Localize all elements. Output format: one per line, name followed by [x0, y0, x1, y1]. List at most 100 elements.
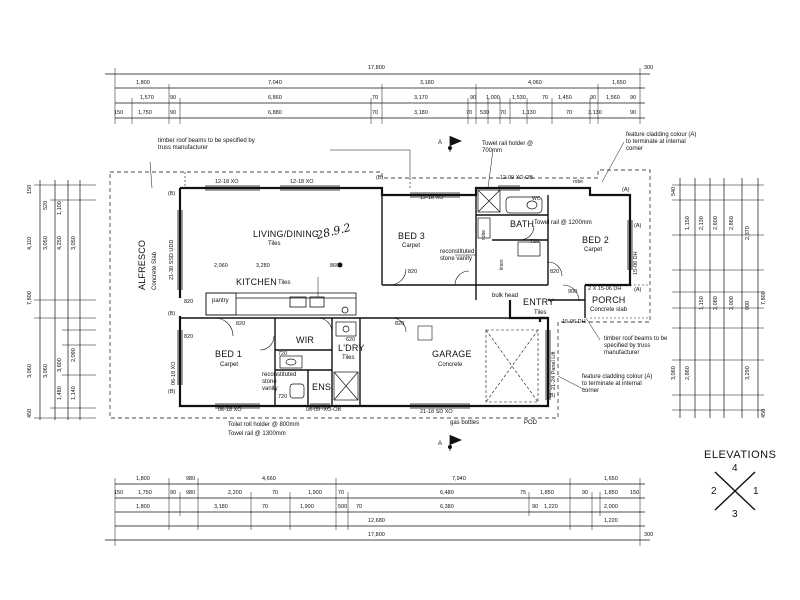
left-dim: 1,140 [71, 386, 77, 400]
right-dim: 450 [761, 408, 767, 418]
bottom-dim: 70 [272, 490, 279, 496]
door-width: 820 [236, 321, 246, 327]
elevations-cross [714, 471, 756, 511]
right-dim: 3,290 [745, 366, 751, 380]
room-laundry: L'DRY [338, 343, 365, 353]
top-dim: 7,040 [268, 80, 282, 86]
room-wir: WIR [296, 335, 315, 345]
note-towel-top: Towel rail holder @ 700mm [482, 141, 534, 154]
room-laundry-floor: Tiles [342, 355, 355, 361]
bottom-dim: 2,200 [228, 490, 242, 496]
room-wc: WC [532, 196, 541, 202]
room-bed3-floor: Carpet [402, 243, 421, 249]
left-dim: 3,050 [43, 236, 49, 250]
bottom-overall-dim: 17,800 [368, 532, 385, 538]
bottom-dim: 2,000 [604, 504, 618, 510]
section-mark-bottom: A [438, 441, 443, 447]
room-kitchen-floor: Tiles [278, 280, 291, 286]
top-dim: 70 [542, 95, 549, 101]
room-bed1-floor: Carpet [220, 362, 239, 368]
left-dim: 3,060 [27, 364, 33, 378]
window-mark: 12-18 XO [290, 179, 314, 185]
eaves-outline [109, 169, 651, 419]
room-garage: GARAGE [432, 349, 472, 359]
top-dim: 90 [590, 95, 597, 101]
ensuite-fittings [279, 355, 359, 401]
note-pod: POD [524, 420, 538, 426]
bottom-dim: 1,850 [604, 490, 618, 496]
bottom-dim: 1,220 [604, 518, 618, 524]
bottom-dim: 150 [630, 490, 640, 496]
top-dim: 3,180 [414, 110, 428, 116]
cladding-marker-b: (B) [376, 175, 384, 181]
window-mark: 21-18 SD XO [420, 409, 453, 415]
room-alfresco-floor: Concrete Slab [152, 251, 158, 290]
bottom-dim: 70 [356, 504, 363, 510]
right-dim: 1,150 [685, 216, 691, 230]
alfresco-slider [177, 210, 183, 290]
top-dim: 3,130 [588, 110, 602, 116]
room-garage-floor: Concrete [438, 362, 463, 368]
cladding-marker-a: (A) [634, 223, 642, 229]
room-robe-bed2: robe [573, 179, 584, 185]
cladding-marker-b: (B) [168, 311, 176, 317]
kitchen-dim: 860 [330, 263, 340, 269]
bottom-overall-ext: 300 [644, 532, 654, 538]
room-bed2-floor: Carpet [584, 247, 603, 253]
left-dim: 4,250 [57, 236, 63, 250]
section-mark-top: A [438, 140, 443, 146]
cladding-marker-a: (A) [622, 187, 630, 193]
bottom-dim: 150 [114, 490, 124, 496]
top-dim: 1,800 [136, 80, 150, 86]
cladding-marker-b: (B) [548, 393, 556, 399]
top-overall-dim: 17,800 [368, 65, 385, 71]
room-alfresco: ALFRESCO [137, 239, 147, 290]
door-swings [214, 225, 580, 351]
right-dim: 540 [671, 186, 677, 196]
left-dim: 2,090 [71, 348, 77, 362]
left-dim: 150 [27, 184, 33, 194]
room-porch-floor: Concrete slab [590, 307, 628, 313]
left-dim: 7,800 [27, 291, 33, 305]
cladding-marker-b: (B) [168, 191, 176, 197]
bottom-dim: 980 [186, 476, 196, 482]
left-dim: 3,050 [71, 236, 77, 250]
window-mark: 15-06 DH [562, 319, 586, 325]
room-bed3: BED 3 [398, 231, 426, 241]
bottom-dim: 1,900 [300, 504, 314, 510]
room-robe-bed3: robe [481, 229, 487, 240]
window-mark: 06-18 XO [171, 361, 177, 385]
room-bed1: BED 1 [215, 349, 243, 359]
bottom-dim: 1,800 [136, 476, 150, 482]
top-dim: 1,530 [512, 95, 526, 101]
door-width: 820 [184, 299, 194, 305]
external-walls [178, 186, 632, 408]
top-dim: 6,880 [268, 110, 282, 116]
bottom-dim: 3,180 [214, 504, 228, 510]
top-dim: 3,180 [420, 80, 434, 86]
door-width: 900 [568, 289, 578, 295]
right-dim: 3,060 [671, 366, 677, 380]
window-mark: 06-18 XO [218, 407, 242, 413]
bottom-dim: 980 [186, 490, 196, 496]
note-toilet-roll: Toilet roll holder @ 800mm [228, 422, 300, 428]
window-mark: 12-18 XO [215, 179, 239, 185]
bottom-dim: 6,480 [440, 490, 454, 496]
top-dim: 150 [114, 110, 124, 116]
left-dim: 4,110 [27, 236, 33, 250]
room-kitchen: KITCHEN [236, 277, 277, 287]
top-dim: 70 [466, 110, 473, 116]
garage-car-space [485, 329, 539, 403]
elevation-1: 1 [753, 486, 759, 497]
window-mark: 06-09 -XO-OB [306, 407, 342, 413]
top-dim: 1,650 [612, 80, 626, 86]
door-width: 820 [184, 334, 194, 340]
elevation-4: 4 [732, 463, 738, 474]
room-entry-floor: Tiles [534, 310, 547, 316]
left-dimension-lines [34, 180, 96, 420]
top-dim: 90 [170, 110, 177, 116]
left-dim: 450 [27, 408, 33, 418]
bottom-dim: 90 [582, 490, 589, 496]
top-dimension-lines [105, 68, 650, 124]
